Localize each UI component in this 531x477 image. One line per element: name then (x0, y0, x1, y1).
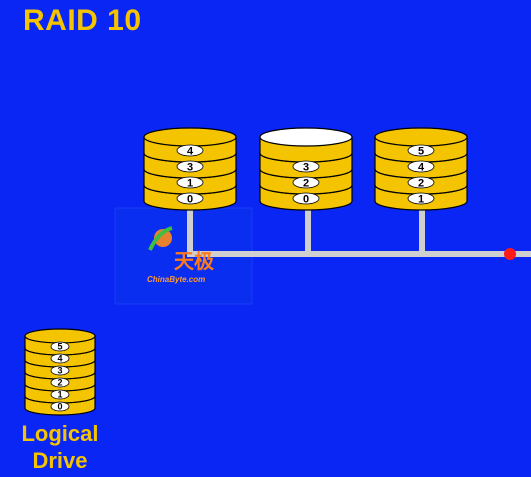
block-label-bg (407, 160, 435, 173)
block-label: 1 (57, 390, 62, 400)
block-label-bg (176, 144, 204, 157)
block-label-bg (407, 176, 435, 189)
block-label: 5 (418, 145, 424, 157)
bus (187, 205, 531, 257)
block-label-bg (407, 144, 435, 157)
logical-drive-cylinder: 5 4 3 2 1 0 (24, 328, 96, 416)
block-label: 2 (418, 177, 424, 189)
disk-2: 3 2 0 (259, 127, 353, 211)
block-label-bg (50, 389, 70, 400)
logical-drive-label: Logical Drive (10, 420, 110, 474)
block-label: 2 (303, 177, 309, 189)
block-label: 4 (418, 161, 425, 173)
watermark-subtext: ChinaByte.com (147, 275, 205, 284)
block-label: 0 (303, 193, 309, 205)
block-label: 0 (187, 193, 193, 205)
block-label: 4 (187, 145, 194, 157)
block-label-bg (292, 192, 320, 205)
disk-segment (259, 127, 353, 163)
block-label-bg (176, 160, 204, 173)
block-label: 3 (187, 161, 193, 173)
disk-3: 5 4 2 1 (374, 127, 468, 211)
block-label-bg (292, 160, 320, 173)
block-label-bg (292, 176, 320, 189)
block-label-bg (50, 341, 70, 352)
block-label: 5 (57, 342, 62, 352)
block-label: 1 (418, 193, 424, 205)
block-label: 3 (57, 366, 62, 376)
watermark-text: 天极 (174, 249, 215, 273)
block-label: 2 (57, 378, 62, 388)
block-label-bg (50, 401, 70, 412)
block-label: 4 (57, 354, 62, 364)
block-label: 0 (57, 402, 62, 412)
logical-drive: 5 4 3 2 1 0 (24, 328, 96, 416)
block-label: 1 (187, 177, 193, 189)
logical-drive-label-line2: Drive (32, 448, 88, 473)
disk-1: 4 3 1 0 (143, 127, 237, 211)
block-label: 3 (303, 161, 309, 173)
watermark-leaf-icon (154, 229, 172, 247)
block-label-bg (176, 176, 204, 189)
block-label-bg (176, 192, 204, 205)
watermark-sprout-icon (148, 226, 173, 251)
disk-array: 4 3 1 0 3 2 0 5 4 2 1 (143, 127, 468, 211)
watermark-logo: 天极 ChinaByte.com (147, 226, 215, 284)
block-label-bg (50, 353, 70, 364)
block-label-bg (50, 377, 70, 388)
bus-terminator (504, 248, 516, 260)
block-label-bg (407, 192, 435, 205)
page-title: RAID 10 (23, 4, 142, 37)
block-label-bg (50, 365, 70, 376)
logical-drive-label-line1: Logical (21, 421, 99, 446)
